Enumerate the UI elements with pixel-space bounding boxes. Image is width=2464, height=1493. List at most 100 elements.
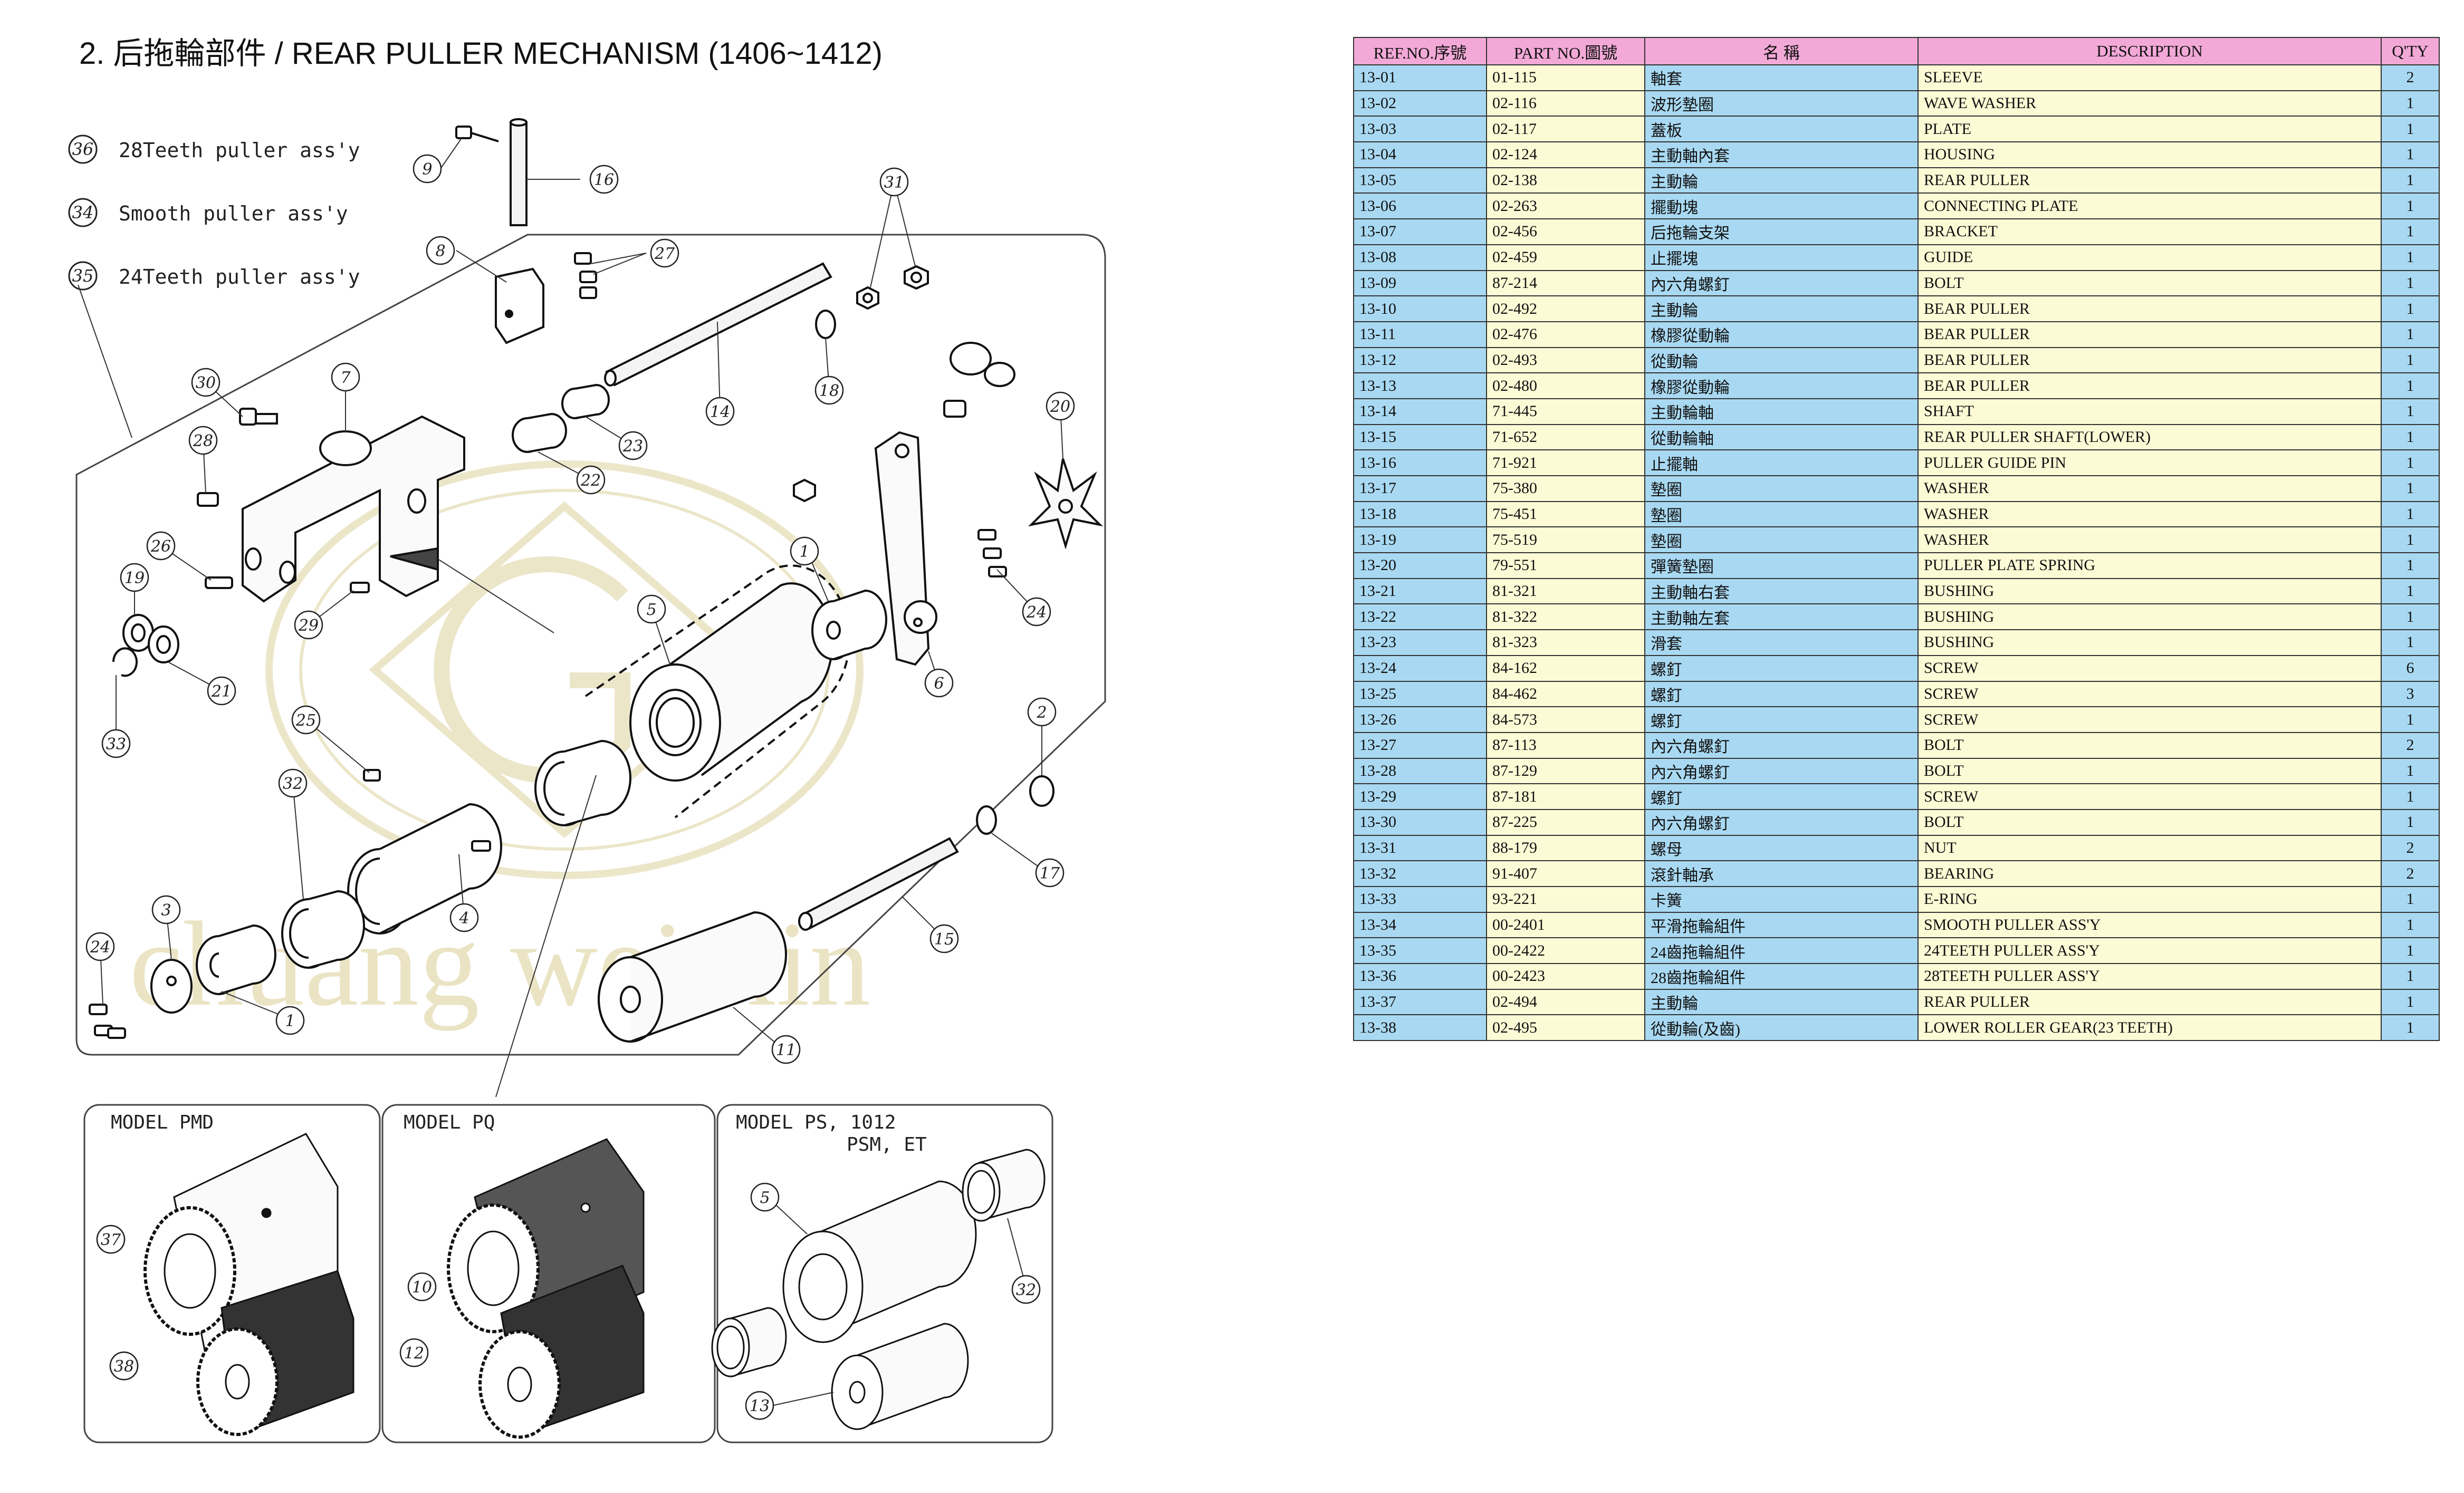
- cell-qty: 1: [2381, 783, 2440, 810]
- cell-ref-no: 13-07: [1353, 218, 1487, 245]
- callout-1: 1: [285, 1012, 295, 1030]
- cell-ref-no: 13-16: [1353, 449, 1487, 476]
- bolt-9: [455, 126, 499, 142]
- cell-qty: 1: [2381, 192, 2440, 220]
- cell-part-no: 91-407: [1486, 860, 1645, 887]
- sleeve-1-lower: [196, 924, 276, 995]
- cell-description: WASHER: [1917, 500, 2382, 528]
- cell-name: 橡膠從動輪: [1644, 321, 1919, 348]
- cell-description: BEAR PULLER: [1917, 346, 2382, 374]
- ps-roller-13: [831, 1323, 969, 1430]
- leader-lines: [78, 138, 1063, 1097]
- bearing-32-left: [281, 890, 365, 969]
- model-ps-label: MODEL PS, 1012: [736, 1112, 896, 1133]
- cell-part-no: 00-2401: [1486, 911, 1645, 939]
- cell-ref-no: 13-11: [1353, 321, 1487, 348]
- callout-30: 30: [196, 374, 216, 392]
- cell-description: PULLER PLATE SPRING: [1917, 552, 2382, 579]
- pmd-callouts: 37 38: [96, 1225, 139, 1381]
- cell-qty: 6: [2381, 654, 2440, 682]
- cell-name: 24齒拖輪組件: [1644, 937, 1919, 965]
- cell-ref-no: 13-36: [1353, 963, 1487, 990]
- cell-name: 擺動塊: [1644, 192, 1919, 220]
- cell-name: 主動軸左套: [1644, 603, 1919, 631]
- cell-part-no: 88-179: [1486, 834, 1645, 862]
- cell-ref-no: 13-23: [1353, 629, 1487, 656]
- washer-17: [976, 805, 997, 835]
- cell-part-no: 87-129: [1486, 757, 1645, 785]
- cell-description: BOLT: [1917, 808, 2382, 836]
- cell-ref-no: 13-30: [1353, 808, 1487, 836]
- cell-part-no: 87-225: [1486, 808, 1645, 836]
- e-ring-33: [112, 647, 138, 677]
- bushing-21: [148, 625, 179, 663]
- cell-part-no: 02-117: [1486, 115, 1645, 143]
- exploded-diagram: chuang wei xin 36 28Teeth puller ass'y 3…: [68, 118, 1106, 1443]
- cell-description: 24TEETH PULLER ASS'Y: [1917, 937, 2382, 965]
- callout-24b: 24: [90, 938, 110, 957]
- cell-description: BOLT: [1917, 269, 2382, 297]
- callout-22: 22: [580, 471, 601, 490]
- rear-puller-5: [584, 564, 851, 818]
- callout-37: 37: [101, 1231, 121, 1249]
- cell-ref-no: 13-19: [1353, 526, 1487, 554]
- cell-name: 軸套: [1644, 64, 1919, 91]
- cell-ref-no: 13-04: [1353, 141, 1487, 168]
- cell-description: REAR PULLER: [1917, 167, 2382, 194]
- cell-part-no: 75-519: [1486, 526, 1645, 554]
- header-description: DESCRIPTION: [1917, 37, 2382, 65]
- cell-part-no: 02-138: [1486, 167, 1645, 194]
- callout-25: 25: [295, 711, 316, 730]
- ps-roller-5: [782, 1180, 977, 1343]
- cell-name: 主動輪: [1644, 295, 1919, 322]
- table-header-row: REF.NO.序號 PART NO.圖號 名 稱 DESCRIPTION Q'T…: [1353, 37, 2440, 65]
- cell-part-no: 84-573: [1486, 706, 1645, 733]
- cell-ref-no: 13-32: [1353, 860, 1487, 887]
- cell-name: 從動輪: [1644, 346, 1919, 374]
- cell-description: LOWER ROLLER GEAR(23 TEETH): [1917, 1014, 2382, 1042]
- callout-21: 21: [211, 682, 232, 701]
- cell-name: 墊圈: [1644, 475, 1919, 502]
- shaft-15: [798, 837, 959, 931]
- cell-name: 彈簧墊圈: [1644, 552, 1919, 579]
- bearing-32: [534, 739, 631, 826]
- gear-12: [478, 1265, 645, 1439]
- cell-description: CONNECTING PLATE: [1917, 192, 2382, 220]
- cell-name: 止擺軸: [1644, 449, 1919, 476]
- callout-3: 3: [161, 901, 171, 920]
- assembly-frame: [75, 234, 1106, 1056]
- cell-name: 止擺塊: [1644, 244, 1919, 271]
- cell-part-no: 02-493: [1486, 346, 1645, 374]
- callout-5: 5: [646, 601, 656, 619]
- callout-13: 13: [750, 1397, 770, 1415]
- washer-18: [815, 310, 836, 339]
- cell-ref-no: 13-37: [1353, 988, 1487, 1016]
- guide-pin-16: [510, 118, 528, 226]
- legend-label-36: 28Teeth puller ass'y: [119, 139, 360, 162]
- cell-description: NUT: [1917, 834, 2382, 862]
- cell-qty: 2: [2381, 64, 2440, 91]
- cell-name: 蓋板: [1644, 115, 1919, 143]
- callout-8: 8: [435, 242, 445, 261]
- legend-num-36: 36: [72, 139, 94, 159]
- cell-description: BEAR PULLER: [1917, 295, 2382, 322]
- cell-part-no: 81-323: [1486, 629, 1645, 656]
- callout-32: 32: [283, 775, 303, 793]
- cell-qty: 1: [2381, 167, 2440, 194]
- callout-38: 38: [114, 1357, 134, 1376]
- cell-name: 滾針軸承: [1644, 860, 1919, 887]
- cell-description: SHAFT: [1917, 398, 2382, 425]
- cell-name: 后拖輪支架: [1644, 218, 1919, 245]
- callout-16: 16: [594, 171, 614, 189]
- cell-qty: 1: [2381, 911, 2440, 939]
- cell-name: 主動輪: [1644, 988, 1919, 1016]
